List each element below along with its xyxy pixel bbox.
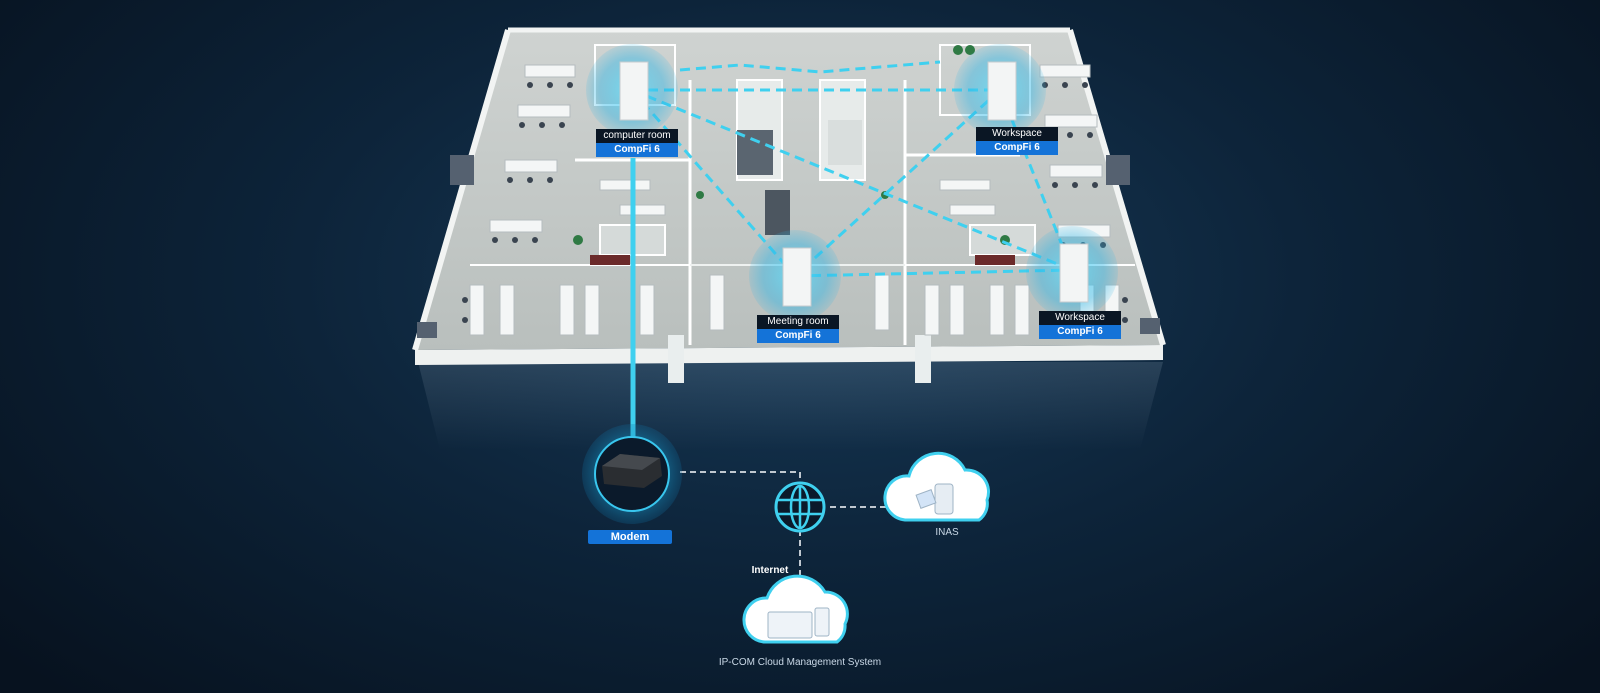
phone-app-icon: [814, 607, 830, 637]
compfi-6-device-icon: [987, 61, 1017, 121]
access-point-meeting-room[interactable]: [749, 230, 841, 322]
tablet-dashboard-icon: [767, 611, 813, 639]
ip-com-cloud[interactable]: [742, 574, 849, 644]
internet-globe: [774, 481, 826, 533]
access-point-workspace-2[interactable]: [1026, 226, 1118, 318]
inas-label: INAS: [935, 527, 959, 538]
floor-reflection: [418, 362, 1163, 450]
inas-cloud[interactable]: [883, 451, 991, 522]
access-point-workspace-1[interactable]: [954, 44, 1046, 136]
ap-label-workspace-1: Workspace CompFi 6: [976, 127, 1058, 155]
access-point-computer-room[interactable]: [586, 44, 678, 136]
modem-node[interactable]: [582, 424, 682, 524]
ap-room-label: computer room: [596, 129, 678, 143]
ap-label-workspace-2: Workspace CompFi 6: [1039, 311, 1121, 339]
ap-model-label: CompFi 6: [1039, 325, 1121, 339]
modem-label: Modem: [588, 530, 672, 544]
modem-icon: [602, 454, 662, 488]
compfi-6-device-icon: [782, 247, 812, 307]
ap-model-label: CompFi 6: [976, 141, 1058, 155]
compfi-6-device-icon: [619, 61, 649, 121]
phone-app-icon: [934, 483, 954, 515]
ap-room-label: Meeting room: [757, 315, 839, 329]
ap-model-label: CompFi 6: [757, 329, 839, 343]
ap-label-meeting-room: Meeting room CompFi 6: [757, 315, 839, 343]
globe-icon: [778, 484, 822, 530]
ap-label-computer-room: computer room CompFi 6: [596, 129, 678, 157]
internet-label: Internet: [751, 565, 789, 576]
file-card-icon: [915, 489, 937, 509]
cloud-label: IP-COM Cloud Management System: [718, 657, 882, 668]
ap-room-label: Workspace: [976, 127, 1058, 141]
ap-model-label: CompFi 6: [596, 143, 678, 157]
ap-room-label: Workspace: [1039, 311, 1121, 325]
compfi-6-device-icon: [1059, 243, 1089, 303]
